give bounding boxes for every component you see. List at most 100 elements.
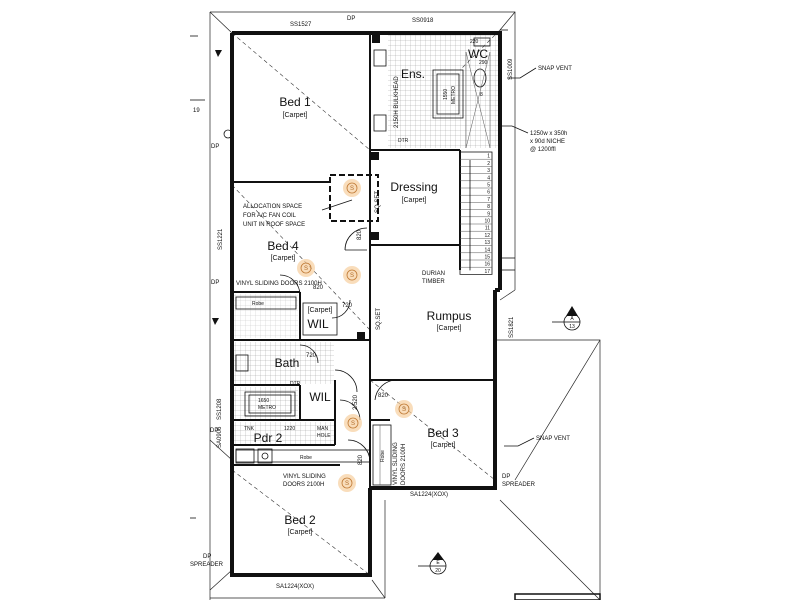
room-name-pdr: Pdr 2 [254,431,283,445]
window-ss1221: SS1221 [218,228,224,250]
note-dp-left-3: DP [210,428,218,434]
window-labels: SS1527 SS0918 SS1009 SS1221 SS1821 SS120… [217,18,515,590]
window-ss0918: SS0918 [412,18,434,24]
note-snap-vent-top: SNAP VENT [538,66,572,72]
smoke-detector-ring [347,417,359,429]
smoke-detector-halo [395,400,413,418]
room-labels: Bed 1 [Carpet] Ens. WC Dressing [Carpet]… [254,47,489,536]
window-ss1527: SS1527 [290,22,312,28]
tiny-8: 8 [480,92,483,98]
stair-number: 17 [484,269,490,275]
room-name-bed4: Bed 4 [267,239,299,253]
smoke-detector-letter: S [345,481,349,487]
note-vinyl-bed2-1: VINYL SLIDING [283,474,326,480]
smoke-detector-ring [398,403,410,415]
stair-number: 4 [487,175,490,181]
window-ss1009: SS1009 [508,58,514,80]
smoke-detector: S [395,400,413,418]
smoke-detector-ring [300,262,312,274]
smoke-detector-halo [297,259,315,277]
section-e-letter: E [436,560,440,566]
tiny-220: 220 [470,39,479,45]
window-sa1224-bed2: SA1224(XOX) [276,584,314,590]
room-name-wil2: WIL [309,390,331,404]
note-manhole-2: HOLE [317,433,331,439]
tiny-290: 290 [479,60,488,66]
smoke-detector: S [343,179,361,197]
smoke-detector: S [344,414,362,432]
smoke-detector-halo [343,266,361,284]
stair-number: 8 [487,204,490,210]
smoke-detector-halo [338,474,356,492]
room-finish-bed1: [Carpet] [283,112,308,119]
note-manhole-1: MAN [317,426,329,432]
note-spreader-left: SPREADER [190,562,224,568]
smoke-detector-letter: S [351,421,355,427]
edge-label-19: 19 [193,108,200,114]
note-metro1650-2: METRO [258,405,276,411]
window-sa0906: SA0906 [217,426,223,448]
dim-720-b: 720 [306,353,317,359]
smoke-detector-ring [341,477,353,489]
section-marker-a: A 13 [552,306,581,331]
stair-number: 3 [487,168,490,174]
section-e-number: 20 [435,568,441,574]
tiny-1220: 1220 [284,426,295,432]
stair-number: 2 [487,161,490,167]
note-dp-left-2: DP [211,280,219,286]
room-name-bed2: Bed 2 [284,513,316,527]
room-finish-dressing: [Carpet] [402,197,427,204]
dim-820-a: 820 [357,229,363,240]
tiled-areas [234,35,498,444]
note-sqset-1: SQ.SET [375,191,381,213]
stair-number: 1 [487,154,490,160]
note-dp-top: DP [347,16,355,22]
robes [235,296,371,463]
roof-outline [209,11,601,600]
stair-number: 16 [484,262,490,268]
note-vinyl-bed3-1: VINYL SLIDING [393,442,399,485]
plan-notes: ALLOCATION SPACE FOR A/C FAN COIL UNIT I… [190,16,572,568]
smoke-detector-ring [346,269,358,281]
section-marker-e: E 20 [418,552,447,575]
dim-820-c: 820 [378,393,389,399]
stair-number: 12 [484,233,490,239]
note-niche-2: x 90d NICHE [530,139,565,145]
allocation-box [329,174,379,222]
robe-label-bed4: Robe [252,301,264,307]
smoke-detector-letter: S [304,266,308,272]
note-niche-1: 1250w x 350h [530,131,567,137]
note-metro1550-2: METRO [451,86,457,104]
stair-number: 9 [487,211,490,217]
note-dtr-2: DTR [290,381,301,387]
stair-number: 15 [484,255,490,261]
room-finish-bed3: [Carpet] [431,442,456,449]
note-sqset-2: SQ.SET [376,308,382,330]
note-allocation-2: FOR A/C FAN COIL [243,213,297,219]
note-allocation-3: UNIT IN ROOF SPACE [243,222,305,228]
title-block-corner [514,593,601,600]
room-finish-rumpus: [Carpet] [437,325,462,332]
window-ss1208: SS1208 [217,398,223,420]
room-finish-wil1: [Carpet] [308,307,333,314]
dim-2-520: 2/520 [353,394,359,410]
smoke-detector-letter: S [350,186,354,192]
note-metro1650-1: 1650 [258,398,269,404]
robe-label-bed3: Robe [380,450,386,462]
smoke-detector: S [343,266,361,284]
tiny-tnk: TNK [244,426,255,432]
note-vinyl-bed2-2: DOORS 2100H [283,482,324,488]
note-snap-vent-right: SNAP VENT [536,436,570,442]
stair-number: 13 [484,240,490,246]
window-ss1821: SS1821 [509,316,515,338]
room-finish-bed4: [Carpet] [271,255,296,262]
stair-number: 10 [484,219,490,225]
dimension-labels: 820 820 720 720 820 2/520 820 [306,229,389,465]
note-dtr-1: DTR [398,138,409,144]
room-name-wil1: WIL [307,317,329,331]
smoke-detector-letter: S [350,273,354,279]
note-dp-right: DP [502,474,510,480]
note-bulkhead: 2150H BULKHEAD [394,76,400,128]
robe-label-bed2: Robe [300,455,312,461]
